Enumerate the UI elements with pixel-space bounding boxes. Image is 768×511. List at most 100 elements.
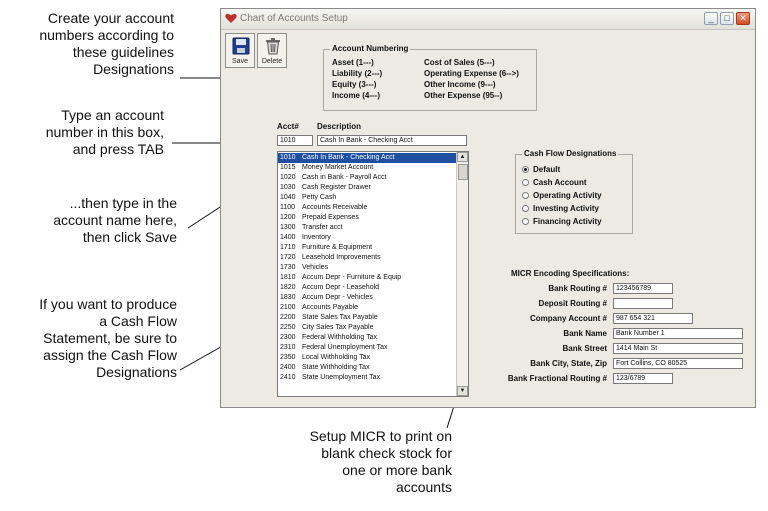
- title-bar[interactable]: Chart of Accounts Setup _ □ ✕: [221, 9, 755, 30]
- cash-flow-option-label: Operating Activity: [533, 191, 602, 200]
- annotation-guidelines: Create your account numbers according to…: [39, 10, 174, 77]
- micr-field-input[interactable]: 123456789: [613, 283, 673, 294]
- account-code: 1400: [280, 234, 296, 241]
- account-name: Cash in Bank - Payroll Acct: [302, 174, 387, 181]
- account-name: Prepaid Expenses: [302, 214, 359, 221]
- maximize-button[interactable]: □: [720, 12, 734, 25]
- account-name: State Withholding Tax: [302, 364, 370, 371]
- list-item[interactable]: 1820 Accum Depr - Leasehold: [278, 283, 456, 293]
- account-code: 1015: [280, 164, 296, 171]
- account-name: Accum Depr - Furniture & Equip: [302, 274, 402, 281]
- numbering-equity: Equity (3---): [332, 80, 377, 89]
- micr-field-label: Bank City, State, Zip: [530, 359, 607, 368]
- account-code: 1730: [280, 264, 296, 271]
- account-code: 2400: [280, 364, 296, 371]
- account-name: Accounts Receivable: [302, 204, 368, 211]
- account-name: Accum Depr - Vehicles: [302, 294, 373, 301]
- delete-label: Delete: [261, 58, 283, 65]
- micr-field-input[interactable]: [613, 298, 673, 309]
- micr-field-label: Bank Fractional Routing #: [507, 374, 607, 383]
- account-number-field[interactable]: 1010: [277, 135, 313, 146]
- save-label: Save: [232, 58, 248, 65]
- numbering-other-income: Other Income (9---): [424, 80, 496, 89]
- account-name: Accounts Payable: [302, 304, 359, 311]
- account-name: City Sales Tax Payable: [302, 324, 374, 331]
- list-scrollbar[interactable]: ▲ ▼: [456, 152, 468, 396]
- radio-button[interactable]: [522, 218, 529, 225]
- account-name: Federal Withholding Tax: [302, 334, 377, 341]
- micr-field-input[interactable]: 123/6789: [613, 373, 673, 384]
- micr-field-input[interactable]: Fort Collins, CO 80525: [613, 358, 743, 369]
- numbering-other-expense: Other Expense (95--): [424, 91, 503, 100]
- account-name: State Unemployment Tax: [302, 374, 381, 381]
- account-code: 2250: [280, 324, 296, 331]
- minimize-button[interactable]: _: [704, 12, 718, 25]
- micr-field-label: Bank Name: [563, 329, 607, 338]
- account-code: 1720: [280, 254, 296, 261]
- micr-heading: MICR Encoding Specifications:: [511, 269, 630, 278]
- list-item[interactable]: 2400 State Withholding Tax: [278, 363, 456, 373]
- list-item[interactable]: 1720 Leasehold Improvements: [278, 253, 456, 263]
- account-code: 1820: [280, 284, 296, 291]
- cash-flow-option-label: Default: [533, 165, 561, 174]
- delete-button[interactable]: Delete: [257, 33, 287, 68]
- save-button[interactable]: Save: [225, 33, 255, 68]
- account-name: Federal Unemployment Tax: [302, 344, 388, 351]
- radio-button[interactable]: [522, 166, 529, 173]
- account-name: Leasehold Improvements: [302, 254, 381, 261]
- account-name: Cash Register Drawer: [302, 184, 371, 191]
- list-item[interactable]: 1030 Cash Register Drawer: [278, 183, 456, 193]
- micr-field-label: Deposit Routing #: [538, 299, 607, 308]
- list-item[interactable]: 1730 Vehicles: [278, 263, 456, 273]
- account-code: 2350: [280, 354, 296, 361]
- radio-button[interactable]: [522, 205, 529, 212]
- acct-header: Acct#: [277, 122, 299, 131]
- window-title: Chart of Accounts Setup: [240, 13, 348, 24]
- annotation-type-name: ...then type in the account name here, t…: [53, 195, 177, 245]
- micr-field-input[interactable]: 987 654 321: [613, 313, 693, 324]
- cash-flow-option-label: Financing Activity: [533, 217, 602, 226]
- micr-field-label: Company Account #: [529, 314, 607, 323]
- description-field[interactable]: Cash In Bank - Checking Acct: [317, 135, 467, 146]
- micr-field-input[interactable]: 1414 Main St: [613, 343, 743, 354]
- triangle-up-icon[interactable]: ▲: [457, 152, 468, 162]
- trash-can-icon: [266, 38, 280, 55]
- micr-field-input[interactable]: Bank Number 1: [613, 328, 743, 339]
- annotation-type-account: Type an account number in this box, and …: [45, 107, 164, 157]
- numbering-operating-expense: Operating Expense (6-->): [424, 69, 519, 78]
- scroll-thumb[interactable]: [458, 164, 468, 180]
- radio-button[interactable]: [522, 192, 529, 199]
- radio-button[interactable]: [522, 179, 529, 186]
- account-list[interactable]: 2410 State Unemployment Tax 2400 State With…: [277, 151, 469, 397]
- account-name: Vehicles: [302, 264, 329, 271]
- account-code: 1030: [280, 184, 296, 191]
- list-item[interactable]: 2250 City Sales Tax Payable: [278, 323, 456, 333]
- account-code: 1040: [280, 194, 296, 201]
- account-numbering-group: Account Numbering Asset (1---) Liability…: [323, 44, 537, 111]
- account-code: 2410: [280, 374, 296, 381]
- description-header: Description: [317, 122, 362, 131]
- numbering-liability: Liability (2---): [332, 69, 383, 78]
- close-button[interactable]: ✕: [736, 12, 750, 25]
- account-name: Accum Depr - Leasehold: [302, 284, 380, 291]
- triangle-down-icon[interactable]: ▼: [457, 386, 468, 396]
- account-code: 1710: [280, 244, 296, 251]
- list-item[interactable]: 2410 State Unemployment Tax: [278, 373, 456, 383]
